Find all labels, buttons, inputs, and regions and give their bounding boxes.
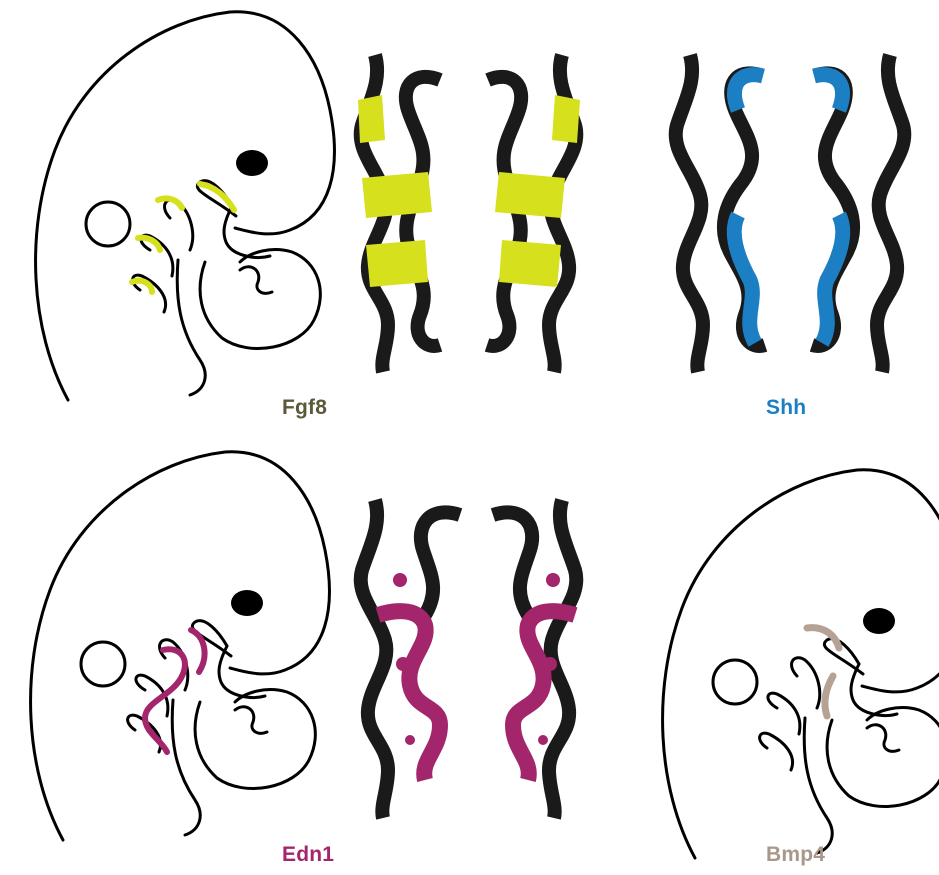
fgf8-arch-expression [358, 95, 580, 287]
gene-label-fgf8: Fgf8 [282, 396, 327, 420]
gene-label-edn1: Edn1 [282, 843, 334, 867]
bmp4-embryo [663, 470, 939, 858]
gene-label-shh: Shh [766, 396, 806, 420]
fgf8-arches [358, 55, 580, 372]
edn1-embryo [31, 452, 330, 840]
fgf8-expression-arch1 [200, 184, 234, 210]
edn1-arches [361, 500, 577, 818]
fgf8-expression-arch2 [158, 198, 182, 208]
shh-arch-expression [734, 75, 843, 343]
fgf8-embryo [36, 12, 335, 400]
gene-label-bmp4: Bmp4 [766, 843, 825, 867]
shh-arches [676, 55, 905, 372]
